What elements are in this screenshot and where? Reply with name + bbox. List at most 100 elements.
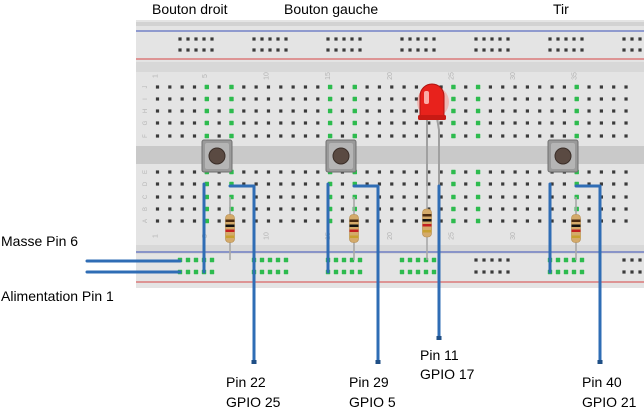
terminal-hole: [612, 97, 616, 101]
terminal-hole: [242, 195, 246, 199]
row-letter: F: [143, 134, 149, 138]
rail-hole: [275, 257, 281, 263]
terminal-hole: [180, 207, 184, 211]
terminal-hole: [501, 85, 505, 89]
resistor-band: [571, 219, 581, 222]
terminal-hole: [291, 207, 295, 211]
terminal-hole: [229, 96, 234, 102]
led-highlight: [424, 91, 429, 104]
terminal-hole: [513, 219, 517, 223]
terminal-hole: [402, 207, 406, 211]
led: [417, 83, 449, 186]
row-letter: D: [143, 181, 149, 186]
terminal-hole: [155, 195, 160, 199]
rail-hole: [630, 258, 634, 262]
terminal-hole: [303, 219, 308, 223]
terminal-hole: [155, 170, 160, 174]
column-number-top: 10: [263, 72, 270, 80]
terminal-hole: [488, 195, 493, 199]
row-letter: H: [143, 109, 149, 113]
label-alimentation-pin: Alimentation Pin 1: [1, 288, 114, 304]
rail-hole: [326, 48, 330, 52]
rail-hole: [399, 269, 405, 275]
push-button-cap: [208, 147, 226, 165]
rail-hole: [268, 48, 272, 52]
rail-hole: [185, 269, 191, 275]
rail-hole: [275, 269, 281, 275]
terminal-hole: [464, 121, 468, 125]
wire-end: [436, 336, 442, 340]
terminal-hole: [599, 121, 603, 125]
terminal-hole: [180, 134, 184, 138]
terminal-hole: [612, 182, 616, 186]
terminal-hole: [303, 134, 308, 138]
terminal-hole: [587, 109, 591, 113]
terminal-hole: [217, 134, 221, 138]
terminal-hole: [303, 121, 308, 125]
terminal-hole: [377, 109, 382, 113]
terminal-hole: [587, 219, 591, 223]
terminal-hole: [562, 207, 566, 211]
terminal-hole: [562, 182, 566, 186]
terminal-hole: [538, 85, 542, 89]
label-bouton-droit: Bouton droit: [152, 1, 228, 17]
bouton-droit: [201, 139, 233, 173]
terminal-hole: [574, 133, 579, 139]
rail-hole: [178, 37, 182, 41]
rail-hole: [556, 37, 560, 41]
rail-hole: [194, 37, 198, 41]
label-gpio-5: GPIO 5: [349, 394, 396, 410]
terminal-hole: [229, 120, 234, 126]
label-bouton-gauche: Bouton gauche: [284, 1, 379, 17]
label-pin-11: Pin 11: [420, 347, 459, 363]
rail-hole: [210, 48, 214, 52]
terminal-hole: [538, 121, 542, 125]
rail-hole: [506, 48, 510, 52]
column-number-bottom: 1: [153, 234, 160, 238]
terminal-hole: [513, 207, 517, 211]
rail-hole: [482, 48, 486, 52]
terminal-hole: [155, 97, 160, 101]
terminal-hole: [155, 207, 160, 211]
terminal-hole: [488, 182, 493, 186]
terminal-hole: [180, 85, 184, 89]
terminal-hole: [168, 182, 172, 186]
terminal-hole: [525, 121, 529, 125]
rail-hole: [572, 48, 576, 52]
led-icon: [419, 83, 445, 118]
terminal-hole: [550, 207, 554, 211]
terminal-hole: [192, 97, 197, 101]
row-letter: G: [143, 120, 149, 125]
led-lead-anode: [436, 117, 440, 186]
rail-hole: [431, 257, 437, 263]
terminal-hole: [352, 133, 357, 139]
label-gpio-21: GPIO 21: [582, 394, 637, 410]
terminal-hole: [562, 85, 566, 89]
column-number-bottom: 25: [448, 232, 455, 240]
terminal-hole: [464, 207, 468, 211]
terminal-hole: [390, 170, 394, 174]
resistor-band: [225, 224, 235, 227]
board-top-edge: [136, 22, 644, 26]
terminal-hole: [279, 182, 283, 186]
terminal-hole: [217, 97, 221, 101]
rail-hole: [358, 48, 362, 52]
components: [201, 83, 581, 260]
terminal-hole: [192, 170, 197, 174]
rail-hole: [326, 37, 330, 41]
terminal-hole: [266, 97, 271, 101]
rail-hole: [580, 48, 584, 52]
terminal-hole: [612, 109, 616, 113]
terminal-hole: [340, 121, 345, 125]
rail-hole: [333, 257, 339, 263]
terminal-hole: [513, 134, 517, 138]
terminal-hole: [192, 121, 197, 125]
terminal-hole: [513, 182, 517, 186]
terminal-hole: [624, 85, 628, 89]
label-pin-29: Pin 29: [349, 374, 389, 390]
terminal-hole: [464, 134, 468, 138]
terminal-hole: [525, 207, 529, 211]
wire-gpio-5: [352, 184, 380, 364]
terminal-hole: [279, 219, 283, 223]
terminal-hole: [217, 207, 221, 211]
